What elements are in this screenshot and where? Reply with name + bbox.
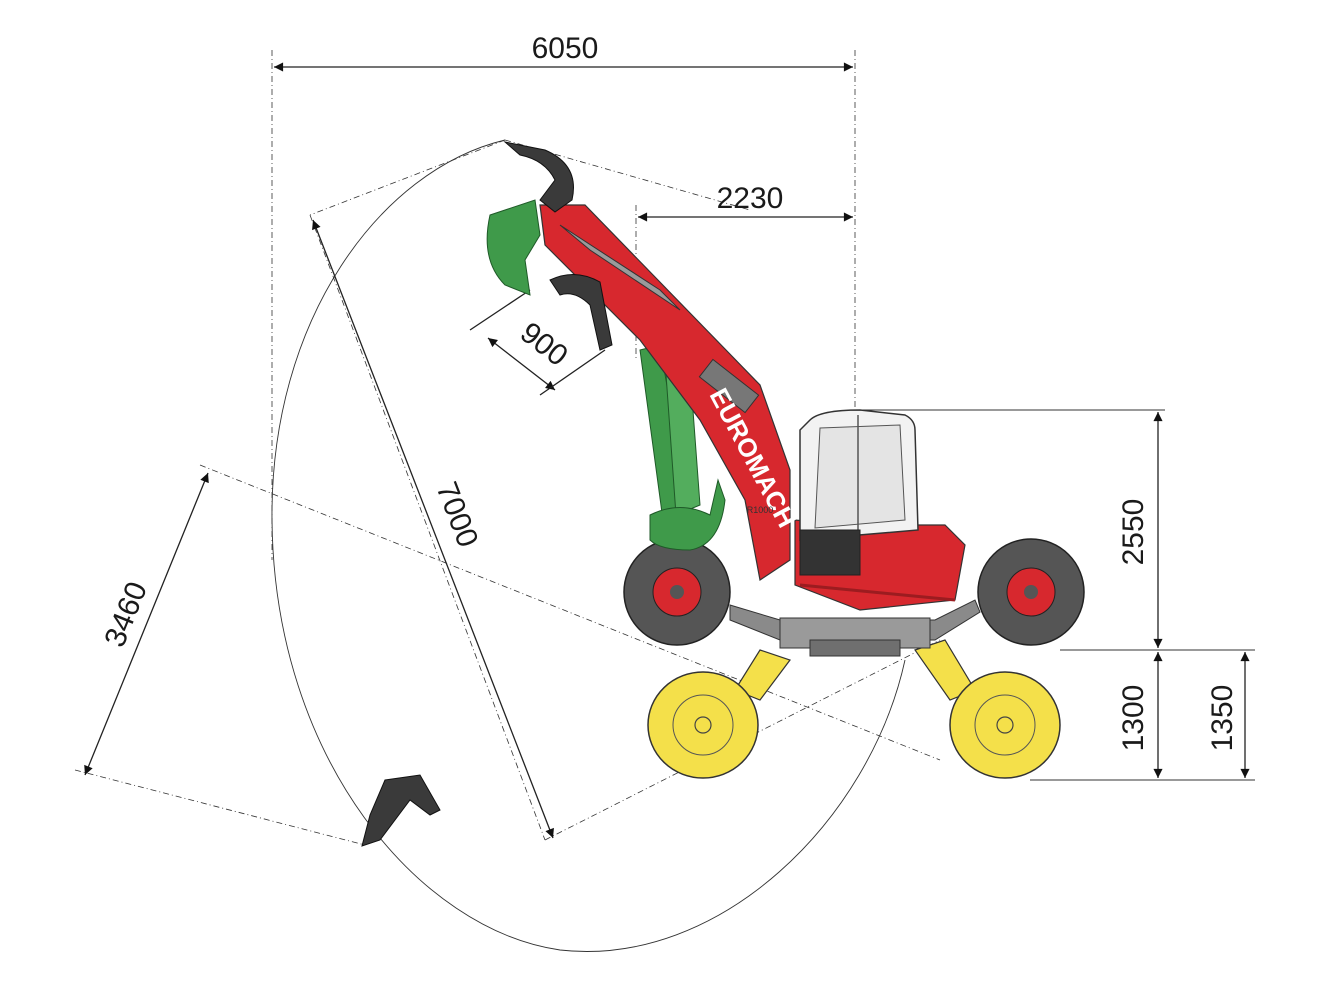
bucket-low: [361, 774, 441, 847]
dimension-lines: [84, 62, 1255, 839]
dim-2550: 2550: [1117, 499, 1150, 566]
dim-6050: 6050: [532, 32, 599, 65]
arm-retracted-green: [486, 199, 726, 551]
dim-1350: 1350: [1206, 685, 1239, 752]
dim-3460: 3460: [98, 577, 154, 651]
upper-wheels: [623, 538, 1085, 646]
bucket-mid: [549, 274, 613, 351]
lower-wheels: [647, 639, 1061, 779]
machine-body: [794, 409, 966, 611]
dim-1300: 1300: [1117, 685, 1150, 752]
dim-2230: 2230: [717, 182, 784, 215]
bucket-top: [503, 141, 574, 213]
model-label: R1000: [747, 505, 774, 515]
chassis: [729, 599, 981, 657]
